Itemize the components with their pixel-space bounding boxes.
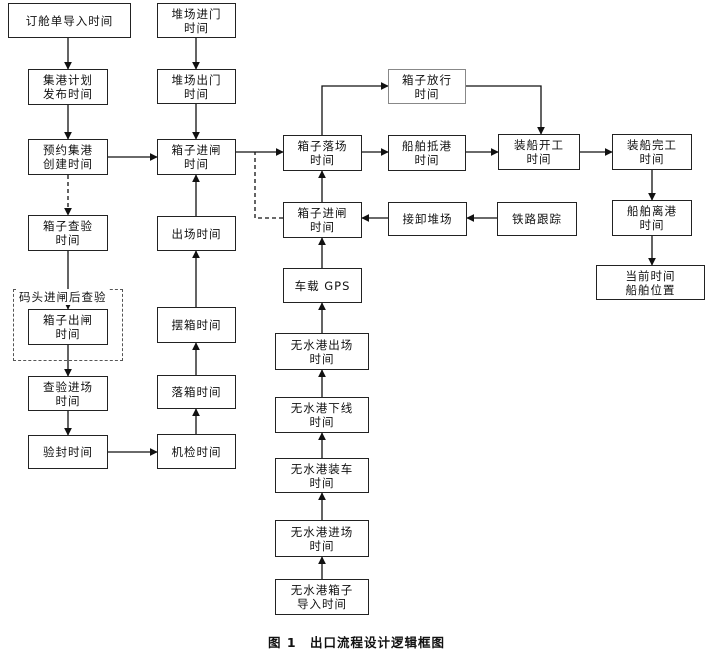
node-box-gate-in: 箱子进闸 时间 (157, 139, 236, 175)
node-dry-port-import: 无水港箱子 导入时间 (275, 579, 369, 615)
node-booking-import: 订舱单导入时间 (8, 3, 131, 38)
node-vehicle-gps: 车载 GPS (283, 268, 362, 303)
node-box-gate-in-2: 箱子进闸 时间 (283, 202, 362, 238)
node-dry-port-load: 无水港装车 时间 (275, 458, 369, 493)
node-yard-in: 堆场进门 时间 (157, 3, 236, 38)
node-place-box: 摆箱时间 (157, 307, 236, 343)
dashed-gatein2-to-landline (254, 152, 283, 219)
node-machine-check: 机检时间 (157, 434, 236, 469)
node-yard-out: 堆场出门 时间 (157, 69, 236, 104)
node-box-inspect: 箱子查验 时间 (28, 215, 108, 251)
arrow-land-to-release (321, 82, 389, 135)
node-inspect-yard: 查验进场 时间 (28, 376, 108, 411)
node-box-release: 箱子放行 时间 (388, 69, 466, 104)
node-transfer-yard: 接卸堆场 (388, 202, 467, 236)
node-dry-port-out: 无水港出场 时间 (275, 333, 369, 370)
arrow-release-to-loadstart (466, 85, 545, 135)
node-box-gate-out: 箱子出闸 时间 (28, 309, 108, 345)
node-ship-depart: 船舶离港 时间 (612, 200, 692, 236)
node-dry-port-in: 无水港进场 时间 (275, 520, 369, 557)
node-load-start: 装船开工 时间 (498, 134, 580, 170)
node-load-end: 装船完工 时间 (612, 134, 692, 170)
node-ship-arrive: 船舶抵港 时间 (388, 135, 466, 171)
node-box-land: 箱子落场 时间 (283, 135, 362, 171)
node-current-position: 当前时间 船舶位置 (596, 265, 705, 300)
node-rail-tracking: 铁路跟踪 (497, 202, 577, 236)
node-seal-check: 验封时间 (28, 435, 108, 469)
node-dry-port-offline: 无水港下线 时间 (275, 397, 369, 433)
figure-caption: 图 1 出口流程设计逻辑框图 (267, 635, 446, 650)
node-leave-yard: 出场时间 (157, 216, 236, 251)
node-drop-box: 落箱时间 (157, 375, 236, 409)
node-reserve-create: 预约集港 创建时间 (28, 139, 108, 175)
node-plan-publish: 集港计划 发布时间 (28, 69, 108, 105)
group-label: 码头进闸后查验 (18, 289, 108, 305)
